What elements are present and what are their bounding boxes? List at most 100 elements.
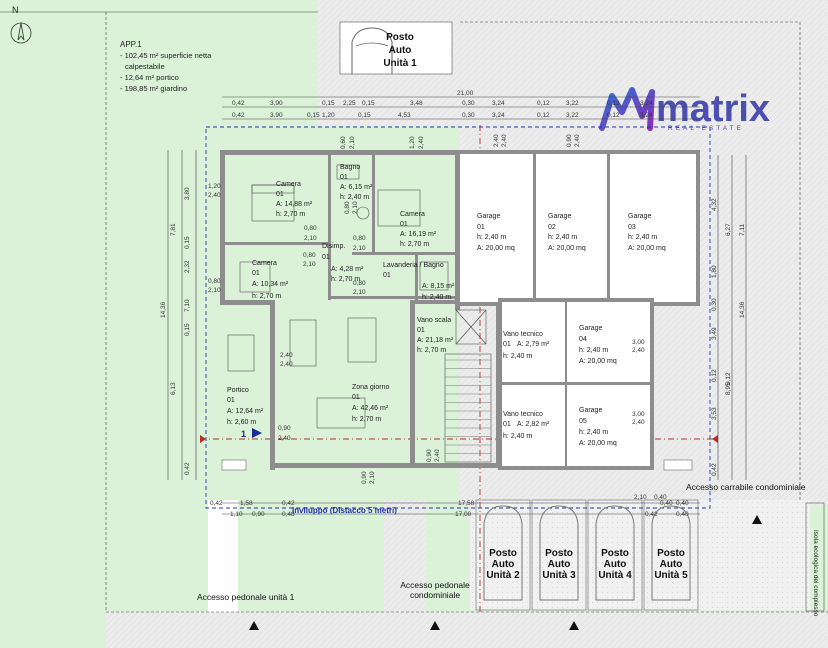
room-name: Portico: [227, 387, 249, 394]
parking-label: Posto: [386, 32, 414, 43]
room-area: A: 20,00 mq: [548, 245, 586, 252]
door-dim: 2,40: [632, 419, 645, 426]
door-dim: 0,80: [304, 225, 317, 232]
dim-value: 0,30: [462, 112, 475, 119]
parking-stall: [643, 499, 699, 611]
dim-value: 1,80: [711, 265, 718, 278]
pedestrian-path: [384, 500, 426, 612]
entrance-marker-label: 1: [241, 429, 246, 439]
door-dim: 0,90: [566, 134, 573, 147]
dim-value: 0,48: [282, 511, 295, 518]
room-name: Bagno: [340, 164, 360, 171]
dim-value: 0,15: [362, 100, 375, 107]
car-icon: [651, 505, 691, 601]
car-icon: [595, 505, 635, 601]
dim-value: 3,24: [492, 112, 505, 119]
door-dim: 3,00: [632, 339, 645, 346]
dim-value: 6,27: [725, 223, 732, 236]
room-area: A: 12,64 m²: [227, 408, 264, 415]
access-triangle-icon: [430, 621, 440, 630]
parking-label: Auto: [660, 559, 683, 570]
dim-value: 3,48: [410, 100, 423, 107]
parking-label: Posto: [601, 548, 629, 559]
parking-label: Auto: [548, 559, 571, 570]
room-camera-2: Camera 01 A: 16,19 m² h: 2,70 m: [400, 211, 437, 248]
room-garage-4: Garage 04 h: 2,40 m A: 20,00 mq: [579, 325, 617, 365]
dim-value: 0,40: [676, 500, 689, 507]
dim-total-top: 21,00: [457, 90, 474, 97]
parking-space-1: [339, 21, 453, 75]
room-height: h: 2,40 m: [579, 429, 608, 436]
isola-ecologica: [805, 502, 825, 612]
room-unit: 01: [322, 254, 330, 261]
room-unit: 01: [477, 224, 485, 231]
car-icon: [539, 505, 579, 601]
room-name: Lavanderia / Bagno: [383, 262, 444, 269]
car-icon: [351, 27, 393, 74]
dim-value: 3,22: [566, 100, 579, 107]
dim-value: 3,90: [270, 100, 283, 107]
door-dim: 2,10: [353, 245, 366, 252]
room-name: Zona giorno: [352, 384, 389, 391]
door-dim: 2,40: [434, 449, 441, 462]
door-dim: 2,10: [208, 287, 221, 294]
dim-value: 0,15: [184, 236, 191, 249]
door-dim: 2,40: [493, 134, 500, 147]
room-unit: 01: [252, 270, 260, 277]
door-dim: 2,10: [349, 136, 356, 149]
compass-label: N: [12, 5, 19, 15]
room-portico: Portico 01 A: 12,64 m² h: 2,60 m: [227, 387, 264, 426]
room-unit: 01: [503, 421, 511, 428]
room-unit: 01: [340, 174, 348, 181]
room-disimp: Disimp. 01 A: 4,28 m² h: 2,70 m: [322, 243, 364, 283]
access-pedestrian-condo: Accesso pedonale: [400, 580, 470, 590]
staircase: [444, 309, 492, 463]
door-dim: 2,40: [208, 192, 221, 199]
compass-icon: [10, 22, 32, 44]
dim-value: 0,90: [252, 511, 265, 518]
dim-value: 0,42: [282, 500, 295, 507]
dim-value: 17,58: [458, 500, 475, 507]
dim-value: 4,53: [398, 112, 411, 119]
access-triangle-icon: [249, 621, 259, 630]
dim-value: 1,58: [240, 500, 253, 507]
room-bagno: Bagno 01 A: 6,15 m² h: 2,40 m: [340, 164, 373, 201]
room-vano-scala: Vano scala 01 A: 21,18 m² h: 2,70 m: [417, 317, 454, 354]
dim-value: 0,30: [462, 100, 475, 107]
dim-value: 7,81: [170, 223, 177, 236]
furniture: [227, 164, 449, 429]
room-area: A: 2,82 m²: [517, 421, 550, 428]
logo-text: matrix: [656, 88, 770, 130]
dim-value: 3,90: [270, 112, 283, 119]
app-title: APP.1: [120, 40, 142, 49]
dim-value: 2,32: [184, 260, 191, 273]
room-garage-2: Garage 02 h: 2,40 m A: 20,00 mq: [548, 213, 586, 252]
door-dim: 0,80: [353, 280, 366, 287]
door-dim: 2,40: [418, 136, 425, 149]
dim-value: 1,10: [230, 511, 243, 518]
room-area: A: 20,00 mq: [477, 245, 515, 252]
door-dim: 0,90: [361, 471, 368, 484]
door-dim: 1,20: [208, 183, 221, 190]
room-height: h: 2,60 m: [227, 419, 256, 426]
app-info-line: - 102,45 m² superficie netta: [120, 51, 212, 60]
room-unit: 01: [400, 221, 408, 228]
envelope-outline: [205, 126, 711, 509]
room-name: Garage: [579, 407, 602, 414]
room-unit: 01: [352, 394, 360, 401]
room-labels: Camera 01 A: 14,88 m² h: 2,70 m Bagno 01…: [227, 164, 666, 447]
car-icon: [483, 505, 523, 601]
door-dimensions: 1,20 2,40 0,60 2,10 0,80 2,10 0,80 2,10 …: [208, 134, 645, 484]
parking-stall: [475, 499, 531, 611]
dim-value: 3,22: [566, 112, 579, 119]
access-triangle-icon: [569, 621, 579, 630]
door-dim: 2,40: [278, 435, 291, 442]
room-unit: 04: [579, 336, 587, 343]
parking-label: Auto: [389, 45, 412, 56]
door-dim: 2,40: [280, 361, 293, 368]
door-dim: 2,10: [304, 235, 317, 242]
dim-value: 17,00: [455, 511, 472, 518]
